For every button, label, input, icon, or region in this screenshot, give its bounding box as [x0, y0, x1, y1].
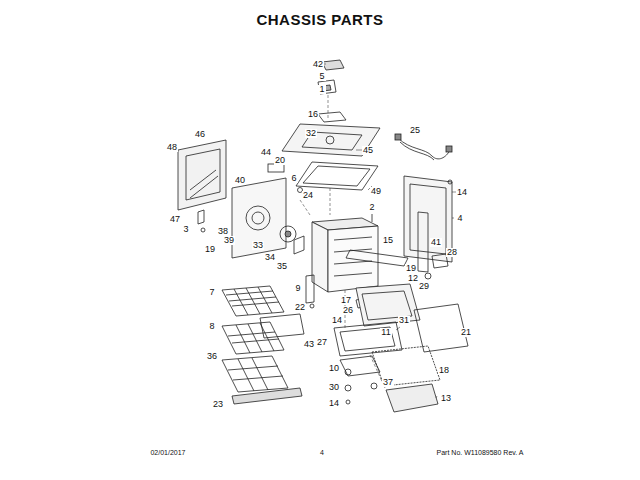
callout-number: 14 [328, 399, 340, 408]
callout-number: 25 [409, 126, 421, 135]
callout-number: 47 [169, 215, 181, 224]
callout-number: 9 [294, 284, 301, 293]
callout-number: 45 [362, 146, 374, 155]
callout-number: 49 [370, 187, 382, 196]
callout-number: 36 [206, 352, 218, 361]
part-number: Part No. W11089580 Rev. A [437, 449, 524, 456]
callout-number: 5 [318, 72, 325, 81]
callout-number: 31 [398, 316, 410, 325]
callout-number: 16 [307, 110, 319, 119]
callout-number: 42 [312, 60, 324, 69]
callout-number: 2 [368, 203, 375, 212]
callout-number: 7 [208, 288, 215, 297]
callout-number: 24 [302, 191, 314, 200]
page-title: CHASSIS PARTS [256, 12, 383, 27]
callout-number: 43 [303, 340, 315, 349]
footer-date: 02/01/2017 [150, 449, 185, 456]
callout-number: 13 [440, 394, 452, 403]
page-number: 4 [320, 449, 324, 456]
callout-number: 20 [274, 156, 286, 165]
callout-number: 19 [204, 245, 216, 254]
callout-number: 21 [460, 328, 472, 337]
callout-number: 27 [316, 338, 328, 347]
callout-number: 8 [208, 322, 215, 331]
callout-number: 41 [430, 238, 442, 247]
callout-number: 14 [331, 316, 343, 325]
callout-number: 34 [264, 253, 276, 262]
callout-number: 6 [290, 174, 297, 183]
callout-number: 39 [223, 236, 235, 245]
callout-number: 28 [446, 248, 458, 257]
callout-number: 29 [418, 282, 430, 291]
callout-number: 19 [405, 264, 417, 273]
callout-number: 46 [194, 130, 206, 139]
callout-number: 11 [380, 328, 391, 337]
callout-number: 3 [182, 225, 189, 234]
callout-number: 30 [328, 383, 340, 392]
callout-number: 26 [342, 306, 354, 315]
callout-number: 23 [212, 400, 224, 409]
callout-number: 38 [217, 227, 229, 236]
callout-number: 17 [340, 296, 352, 305]
callout-number: 22 [294, 303, 306, 312]
callout-number: 44 [260, 148, 272, 157]
callout-number: 15 [382, 236, 394, 245]
callout-number: 4 [456, 214, 463, 223]
callout-number: 40 [234, 176, 246, 185]
callout-number: 33 [252, 241, 264, 250]
callout-number: 1 [318, 85, 325, 94]
callout-number: 10 [328, 364, 340, 373]
callout-number: 32 [305, 129, 317, 138]
callout-number: 35 [276, 262, 288, 271]
callout-number: 18 [438, 366, 450, 375]
callout-number: 14 [456, 188, 468, 197]
callout-number: 37 [382, 378, 394, 387]
callout-number: 48 [166, 143, 178, 152]
